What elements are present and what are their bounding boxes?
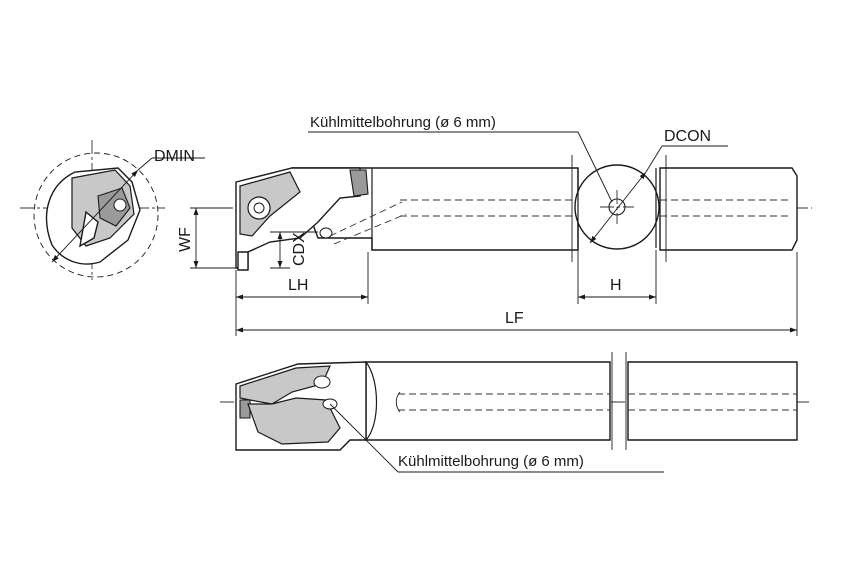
wf-label: WF — [177, 227, 194, 252]
wf-dimension — [190, 207, 236, 269]
lh-label: LH — [288, 277, 308, 294]
h-dimension — [577, 250, 657, 304]
top-view — [196, 131, 812, 271]
dcon-label: DCON — [664, 128, 711, 145]
coolant-bore-label-top: Kühlmittelbohrung (ø 6 mm) — [310, 114, 496, 131]
cdx-label: CDX — [291, 232, 308, 266]
h-label: H — [610, 277, 622, 294]
cdx-dimension — [270, 231, 318, 269]
end-view — [20, 140, 205, 280]
lf-dimension — [235, 252, 798, 336]
coolant-bore-label-bottom: Kühlmittelbohrung (ø 6 mm) — [398, 453, 584, 470]
lh-dimension — [235, 252, 369, 304]
lf-label: LF — [505, 310, 524, 327]
side-view — [220, 352, 812, 473]
dmin-label: DMIN — [154, 148, 195, 165]
